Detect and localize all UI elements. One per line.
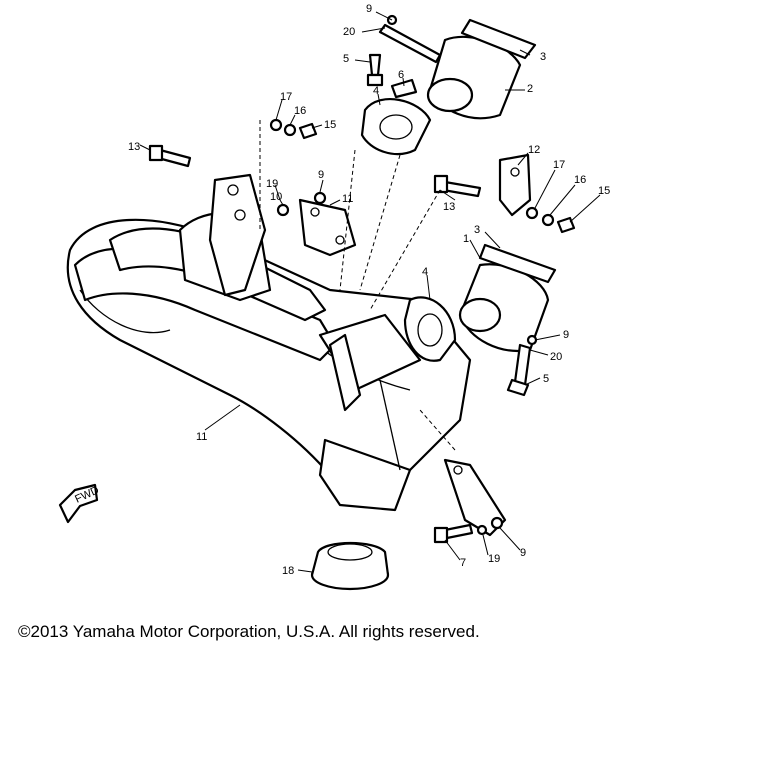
callout-10: 10 — [270, 191, 282, 203]
callout-12: 12 — [528, 144, 540, 156]
callout-9-d: 9 — [520, 547, 526, 559]
callout-3-b: 3 — [474, 224, 480, 236]
grommet — [310, 542, 390, 591]
fasteners — [148, 14, 576, 544]
callout-4-a: 4 — [373, 85, 379, 97]
stay-center — [298, 198, 357, 257]
joint-lower — [458, 243, 557, 353]
assembly-lines — [259, 120, 456, 451]
leader-lines — [139, 11, 601, 573]
callout-19-b: 19 — [488, 553, 500, 565]
callout-13-a: 13 — [128, 141, 140, 153]
callout-5-a: 5 — [343, 53, 349, 65]
callout-1: 1 — [463, 233, 469, 245]
joint-upper — [426, 18, 537, 120]
callout-6: 6 — [398, 69, 404, 81]
callout-16-b: 16 — [574, 174, 586, 186]
callout-13-b: 13 — [443, 201, 455, 213]
callout-11-a: 11 — [342, 193, 353, 205]
callout-9-a: 9 — [366, 3, 372, 15]
callout-2: 2 — [527, 83, 533, 95]
callout-3-a: 3 — [540, 51, 546, 63]
fwd-arrow: FWD — [58, 483, 101, 524]
callout-9-c: 9 — [563, 329, 569, 341]
copyright-notice: ©2013 Yamaha Motor Corporation, U.S.A. A… — [18, 622, 480, 641]
bracket-left — [208, 173, 267, 297]
gasket-upper — [360, 98, 432, 155]
callout-19-a: 19 — [266, 178, 278, 190]
callout-7: 7 — [460, 557, 466, 569]
callout-15-b: 15 — [598, 185, 610, 197]
callout-20-a: 20 — [343, 26, 355, 38]
callout-18: 18 — [282, 565, 294, 577]
callout-11-b: 11 — [196, 431, 207, 443]
bracket-right — [498, 153, 532, 217]
callout-4-b: 4 — [422, 266, 428, 278]
callout-17-b: 17 — [553, 159, 565, 171]
callout-16-a: 16 — [294, 105, 306, 117]
callout-numbers: 9 20 3 5 6 2 4 17 16 15 13 19 9 10 11 12… — [128, 3, 610, 577]
callout-5-b: 5 — [543, 373, 549, 385]
callout-17-a: 17 — [280, 91, 292, 103]
callout-20-b: 20 — [550, 351, 562, 363]
exploded-parts-diagram: FWD 9 20 3 — [58, 3, 610, 591]
callout-15-a: 15 — [324, 119, 336, 131]
callout-9-b: 9 — [318, 169, 324, 181]
